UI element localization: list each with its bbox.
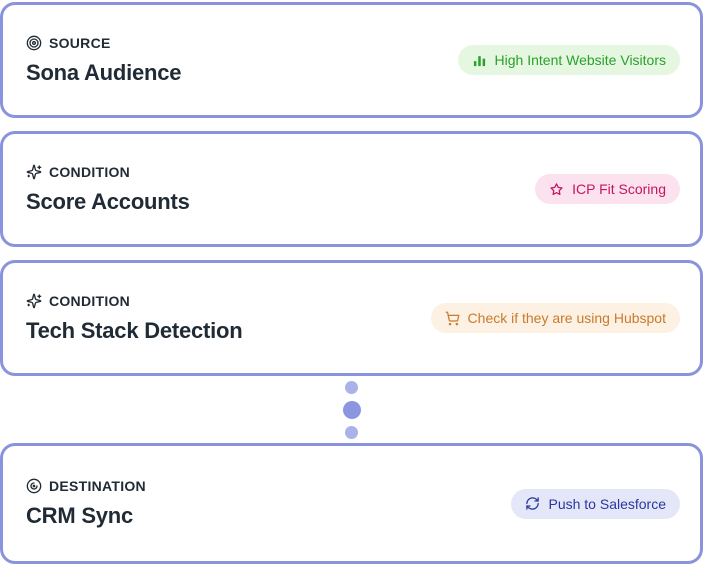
badge-icp-fit-scoring[interactable]: ICP Fit Scoring bbox=[535, 174, 680, 204]
workflow-card-source[interactable]: SOURCE Sona Audience High Intent Website… bbox=[0, 2, 703, 118]
connector-dots bbox=[0, 376, 703, 443]
card-type-label: CONDITION bbox=[49, 163, 131, 180]
card-title: Sona Audience bbox=[26, 59, 182, 85]
shopping-cart-icon bbox=[445, 311, 460, 326]
bar-chart-icon bbox=[472, 53, 487, 68]
workflow-card-condition-techstack[interactable]: CONDITION Tech Stack Detection Check if … bbox=[0, 260, 703, 376]
card-destination-type-row: DESTINATION bbox=[26, 478, 146, 494]
connector-dot bbox=[342, 400, 361, 419]
badge-push-to-salesforce[interactable]: Push to Salesforce bbox=[511, 488, 680, 519]
card-destination-info: DESTINATION CRM Sync bbox=[26, 478, 146, 529]
badge-label: Check if they are using Hubspot bbox=[467, 310, 666, 326]
card-title: Tech Stack Detection bbox=[26, 317, 243, 343]
star-icon bbox=[549, 182, 564, 197]
workflow-card-destination[interactable]: DESTINATION CRM Sync Push to Salesforce bbox=[0, 443, 703, 564]
badge-label: ICP Fit Scoring bbox=[572, 181, 666, 197]
badge-label: High Intent Website Visitors bbox=[494, 52, 666, 68]
target-icon bbox=[26, 35, 42, 51]
connector-dot bbox=[345, 380, 358, 394]
badge-high-intent-website-visitors[interactable]: High Intent Website Visitors bbox=[457, 45, 680, 75]
card-source-info: SOURCE Sona Audience bbox=[26, 35, 181, 86]
card-title: CRM Sync bbox=[26, 503, 134, 528]
sync-icon bbox=[525, 496, 540, 511]
badge-check-hubspot[interactable]: Check if they are using Hubspot bbox=[430, 303, 680, 333]
card-title: Score Accounts bbox=[26, 188, 190, 214]
connector-dot bbox=[345, 425, 358, 439]
card-type-label: DESTINATION bbox=[49, 478, 146, 494]
card-condition-type-row: CONDITION bbox=[26, 293, 242, 309]
badge-label: Push to Salesforce bbox=[548, 495, 666, 512]
card-condition-techstack-info: CONDITION Tech Stack Detection bbox=[26, 293, 243, 344]
card-source-type-row: SOURCE bbox=[26, 35, 181, 51]
card-type-label: CONDITION bbox=[49, 292, 131, 309]
sparkles-icon bbox=[26, 164, 42, 180]
goal-icon bbox=[26, 478, 42, 494]
card-type-label: SOURCE bbox=[49, 34, 111, 51]
card-condition-score-info: CONDITION Score Accounts bbox=[26, 164, 190, 215]
workflow-card-condition-score[interactable]: CONDITION Score Accounts ICP Fit Scoring bbox=[0, 131, 703, 247]
card-condition-type-row: CONDITION bbox=[26, 164, 190, 180]
sparkles-icon bbox=[26, 293, 42, 309]
